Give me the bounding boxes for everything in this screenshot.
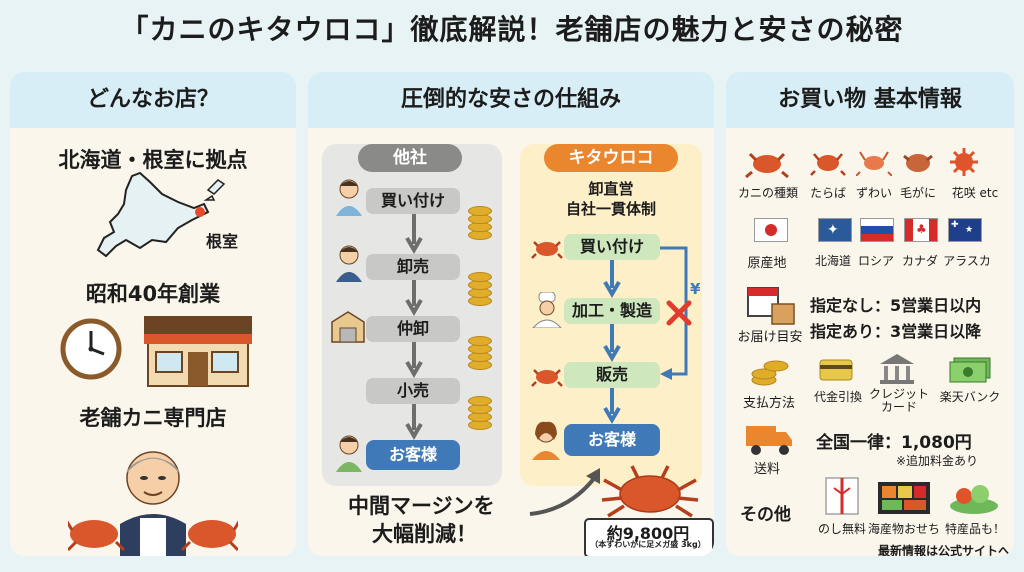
clock-icon xyxy=(60,318,122,380)
crab-icon-buying xyxy=(531,241,563,259)
truck-icon xyxy=(746,426,792,455)
zuwaigani-icon xyxy=(856,151,892,176)
crab-type-icon xyxy=(745,152,789,178)
other-step-middle-wholesale: 仲卸 xyxy=(366,316,460,342)
curved-arrow-to-price xyxy=(529,468,600,516)
russia-flag-icon xyxy=(860,218,894,242)
kitauroko-integrated-text: 自社一貫体制 xyxy=(565,200,656,218)
coin-stack-2 xyxy=(468,266,494,306)
delivery-unspecified: 指定なし：5営業日以内 xyxy=(810,296,982,315)
shipping-note: ※追加料金あり xyxy=(896,454,979,468)
noshi-gift-icon xyxy=(825,477,859,515)
calendar-box-icon xyxy=(747,287,795,325)
base-location-text: 北海道・根室に拠点 xyxy=(58,148,248,172)
kita-step-buying: 買い付け xyxy=(564,234,660,260)
other-step-buying: 買い付け xyxy=(366,188,460,214)
shipping-main: 全国一律：1,080円 xyxy=(816,433,972,453)
other-step-wholesale: 卸売 xyxy=(366,254,460,280)
yen-symbol: ¥ xyxy=(690,280,701,298)
kita-step-processing: 加工・製造 xyxy=(564,298,660,324)
origin-canada: カナダ xyxy=(901,254,938,268)
cash-on-delivery-icon xyxy=(819,359,853,381)
crab-icon-sales xyxy=(531,369,563,387)
hokkaido-map-icon xyxy=(96,171,226,258)
page-title: 「カニのキタウロコ」徹底解説！老舗店の魅力と安さの秘密 xyxy=(120,13,904,46)
founded-text: 昭和40年創業 xyxy=(85,282,221,306)
crab-type-label: カニの種類 xyxy=(737,186,798,200)
crab-type-zuwaigani: ずわい xyxy=(855,186,892,200)
delivery-specified: 指定あり：3営業日以降 xyxy=(810,322,982,341)
payment-cod: 代金引換 xyxy=(813,390,862,404)
hanasaki-icon xyxy=(950,148,978,176)
other-specialty: 特産品も！ xyxy=(944,522,1005,536)
customer-person-icon xyxy=(336,435,362,472)
other-noshi: のし無料 xyxy=(817,522,866,536)
origin-hokkaido: 北海道 xyxy=(814,254,851,268)
woman-customer-icon xyxy=(532,421,560,460)
other-label: その他 xyxy=(740,505,791,525)
canada-flag-icon: ♣ xyxy=(904,218,938,242)
margin-cut-line2: 大幅削減！ xyxy=(372,522,477,546)
margin-cut-line1: 中間マージンを xyxy=(348,494,495,518)
delivery-label: お届け目安 xyxy=(737,330,803,345)
bank-icon xyxy=(880,354,914,384)
crab-type-hanasaki: 花咲 etc xyxy=(951,186,999,200)
crab-type-tarabagani: たらば xyxy=(809,186,846,200)
osechi-box-icon xyxy=(878,482,930,514)
shop-building-icon xyxy=(144,316,252,387)
kitauroko-direct-text: 卸直営 xyxy=(588,180,634,198)
japan-flag-icon xyxy=(754,218,788,242)
wholesaler-person-icon xyxy=(336,245,362,282)
other-step-customer: お客様 xyxy=(366,440,460,470)
payment-credit-card: クレジット カード xyxy=(868,387,929,414)
price-box xyxy=(584,518,714,556)
kita-flow-arrows xyxy=(603,260,621,424)
pricing-mechanism-heading: 圧倒的な安さの仕組み xyxy=(308,72,714,128)
tarabagani-icon xyxy=(810,153,846,176)
coins-payment-icon xyxy=(751,360,789,386)
pricing-mechanism-panel: 圧倒的な安さの仕組み 他社 買い付け 卸売 仲卸 小売 お客様 キタウロコ 卸直… xyxy=(308,72,714,556)
crab-type-kegani: 毛がに xyxy=(899,186,936,200)
shopping-info-panel: お買い物 基本情報 カニの種類 たらば ずわい 毛がに 花咲 etc ✦ ♣ ✚… xyxy=(726,72,1014,556)
origin-alaska: アラスカ xyxy=(943,254,991,268)
kita-step-sales: 販売 xyxy=(564,362,660,388)
price-note: （本ずわいがに足メガ盛 3kg） xyxy=(590,540,706,549)
other-flow-arrows xyxy=(405,214,423,440)
payment-rakuten-bank: 楽天バンク xyxy=(939,390,1001,404)
price-text: 約9,800円 xyxy=(606,524,690,543)
kegani-icon xyxy=(903,154,933,172)
shop-owner-with-crabs-icon xyxy=(68,451,238,556)
big-crab-icon xyxy=(601,465,699,518)
shopping-info-heading: お買い物 基本情報 xyxy=(726,72,1014,128)
banknote-icon xyxy=(949,357,991,383)
hokkaido-flag-icon: ✦ xyxy=(818,218,852,242)
coin-stack-1 xyxy=(468,200,494,240)
warehouse-icon xyxy=(331,311,365,343)
origin-label: 原産地 xyxy=(747,256,787,271)
coin-stack-4 xyxy=(468,390,494,430)
other-step-retail: 小売 xyxy=(366,378,460,404)
specialty-goods-icon xyxy=(950,485,998,514)
kita-step-customer: お客様 xyxy=(564,424,660,456)
payment-label: 支払方法 xyxy=(742,396,795,411)
nemuro-label: 根室 xyxy=(206,232,239,251)
buyer-person-icon xyxy=(336,179,362,216)
cross-mark-icon xyxy=(666,300,692,326)
footer-note: 最新情報は公式サイトへ xyxy=(877,544,1010,556)
origin-russia: ロシア xyxy=(857,254,894,268)
shipping-label: 送料 xyxy=(753,462,780,477)
direct-bypass-arrow xyxy=(660,246,688,380)
kitauroko-label: キタウロコ xyxy=(544,144,678,172)
australia-flag-icon: ✚★ xyxy=(948,218,982,242)
shop-info-panel: どんなお店？ 北海道・根室に拠点 根室 昭和40年創業 老舗カニ専門店 xyxy=(10,72,296,556)
other-companies-label: 他社 xyxy=(358,144,462,172)
shop-info-heading: どんなお店？ xyxy=(10,72,296,128)
coin-stack-3 xyxy=(468,330,494,370)
specialty-text: 老舗カニ専門店 xyxy=(79,406,227,430)
other-osechi: 海産物おせち xyxy=(867,522,940,536)
chef-icon xyxy=(532,292,562,328)
